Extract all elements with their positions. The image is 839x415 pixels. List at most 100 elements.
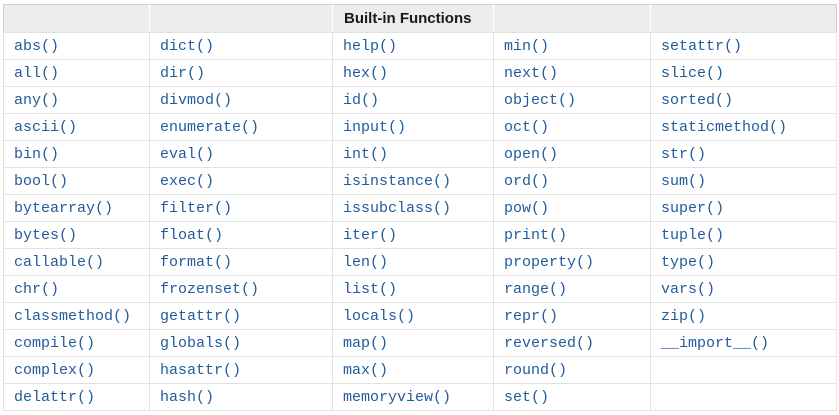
- function-cell: hasattr(): [149, 356, 333, 384]
- table-row: classmethod() getattr() locals() repr() zip(…: [3, 302, 837, 330]
- function-link[interactable]: compile(): [14, 335, 96, 352]
- function-link[interactable]: help(): [343, 38, 398, 55]
- function-link[interactable]: hex(): [343, 65, 389, 82]
- function-link[interactable]: divmod(): [160, 92, 233, 109]
- function-link[interactable]: dict(): [160, 38, 215, 55]
- function-cell: callable(): [3, 248, 150, 276]
- function-link[interactable]: super(): [661, 200, 725, 217]
- function-cell: eval(): [149, 140, 333, 168]
- function-link[interactable]: setattr(): [661, 38, 743, 55]
- function-link[interactable]: memoryview(): [343, 389, 452, 406]
- function-link[interactable]: next(): [504, 65, 559, 82]
- function-link[interactable]: all(): [14, 65, 60, 82]
- function-link[interactable]: sorted(): [661, 92, 734, 109]
- function-link[interactable]: hash(): [160, 389, 215, 406]
- table-row: chr() frozenset() list() range() vars(): [3, 275, 837, 303]
- function-link[interactable]: getattr(): [160, 308, 242, 325]
- function-link[interactable]: set(): [504, 389, 550, 406]
- function-link[interactable]: oct(): [504, 119, 550, 136]
- function-link[interactable]: isinstance(): [343, 173, 452, 190]
- function-link[interactable]: map(): [343, 335, 389, 352]
- function-cell: bytearray(): [3, 194, 150, 222]
- function-link[interactable]: id(): [343, 92, 380, 109]
- function-cell: iter(): [332, 221, 494, 249]
- function-link[interactable]: eval(): [160, 146, 215, 163]
- function-cell: print(): [493, 221, 651, 249]
- function-link[interactable]: range(): [504, 281, 568, 298]
- function-link[interactable]: filter(): [160, 200, 233, 217]
- function-cell: abs(): [3, 32, 150, 60]
- function-cell: range(): [493, 275, 651, 303]
- function-cell: format(): [149, 248, 333, 276]
- function-link[interactable]: globals(): [160, 335, 242, 352]
- function-link[interactable]: len(): [343, 254, 389, 271]
- function-link[interactable]: classmethod(): [14, 308, 132, 325]
- function-link[interactable]: sum(): [661, 173, 707, 190]
- function-link[interactable]: bytes(): [14, 227, 78, 244]
- function-cell: reversed(): [493, 329, 651, 357]
- function-link[interactable]: enumerate(): [160, 119, 260, 136]
- function-link[interactable]: bool(): [14, 173, 69, 190]
- table-row: bool() exec() isinstance() ord() sum(): [3, 167, 837, 195]
- function-link[interactable]: chr(): [14, 281, 60, 298]
- function-link[interactable]: bytearray(): [14, 200, 114, 217]
- function-link[interactable]: reversed(): [504, 335, 595, 352]
- function-link[interactable]: issubclass(): [343, 200, 452, 217]
- table-row: complex() hasattr() max() round(): [3, 356, 837, 384]
- function-link[interactable]: type(): [661, 254, 716, 271]
- table-row: delattr() hash() memoryview() set(): [3, 383, 837, 411]
- function-cell: divmod(): [149, 86, 333, 114]
- function-link[interactable]: input(): [343, 119, 407, 136]
- function-cell: delattr(): [3, 383, 150, 411]
- function-cell: str(): [650, 140, 837, 168]
- function-link[interactable]: frozenset(): [160, 281, 260, 298]
- function-link[interactable]: format(): [160, 254, 233, 271]
- function-link[interactable]: staticmethod(): [661, 119, 788, 136]
- function-link[interactable]: int(): [343, 146, 389, 163]
- function-link[interactable]: vars(): [661, 281, 716, 298]
- function-link[interactable]: round(): [504, 362, 568, 379]
- function-cell: super(): [650, 194, 837, 222]
- function-link[interactable]: pow(): [504, 200, 550, 217]
- function-link[interactable]: ascii(): [14, 119, 78, 136]
- function-link[interactable]: open(): [504, 146, 559, 163]
- function-cell: all(): [3, 59, 150, 87]
- function-cell: len(): [332, 248, 494, 276]
- function-cell: sum(): [650, 167, 837, 195]
- function-link[interactable]: print(): [504, 227, 568, 244]
- function-cell: id(): [332, 86, 494, 114]
- function-link[interactable]: hasattr(): [160, 362, 242, 379]
- function-link[interactable]: ord(): [504, 173, 550, 190]
- function-link[interactable]: dir(): [160, 65, 206, 82]
- function-link[interactable]: callable(): [14, 254, 105, 271]
- function-cell: setattr(): [650, 32, 837, 60]
- function-cell: frozenset(): [149, 275, 333, 303]
- function-link[interactable]: list(): [343, 281, 398, 298]
- function-link[interactable]: exec(): [160, 173, 215, 190]
- function-link[interactable]: iter(): [343, 227, 398, 244]
- function-link[interactable]: complex(): [14, 362, 96, 379]
- function-link[interactable]: str(): [661, 146, 707, 163]
- function-link[interactable]: bin(): [14, 146, 60, 163]
- function-cell: input(): [332, 113, 494, 141]
- function-link[interactable]: min(): [504, 38, 550, 55]
- function-link[interactable]: slice(): [661, 65, 725, 82]
- function-cell: repr(): [493, 302, 651, 330]
- function-cell: memoryview(): [332, 383, 494, 411]
- function-link[interactable]: any(): [14, 92, 60, 109]
- function-cell: complex(): [3, 356, 150, 384]
- function-link[interactable]: delattr(): [14, 389, 96, 406]
- function-link[interactable]: __import__(): [661, 335, 770, 352]
- function-link[interactable]: float(): [160, 227, 224, 244]
- function-link[interactable]: tuple(): [661, 227, 725, 244]
- function-link[interactable]: object(): [504, 92, 577, 109]
- function-cell: any(): [3, 86, 150, 114]
- function-link[interactable]: zip(): [661, 308, 707, 325]
- function-link[interactable]: repr(): [504, 308, 559, 325]
- header-cell-empty: [493, 4, 651, 33]
- function-cell: round(): [493, 356, 651, 384]
- function-link[interactable]: property(): [504, 254, 595, 271]
- function-link[interactable]: locals(): [343, 308, 416, 325]
- function-link[interactable]: abs(): [14, 38, 60, 55]
- function-link[interactable]: max(): [343, 362, 389, 379]
